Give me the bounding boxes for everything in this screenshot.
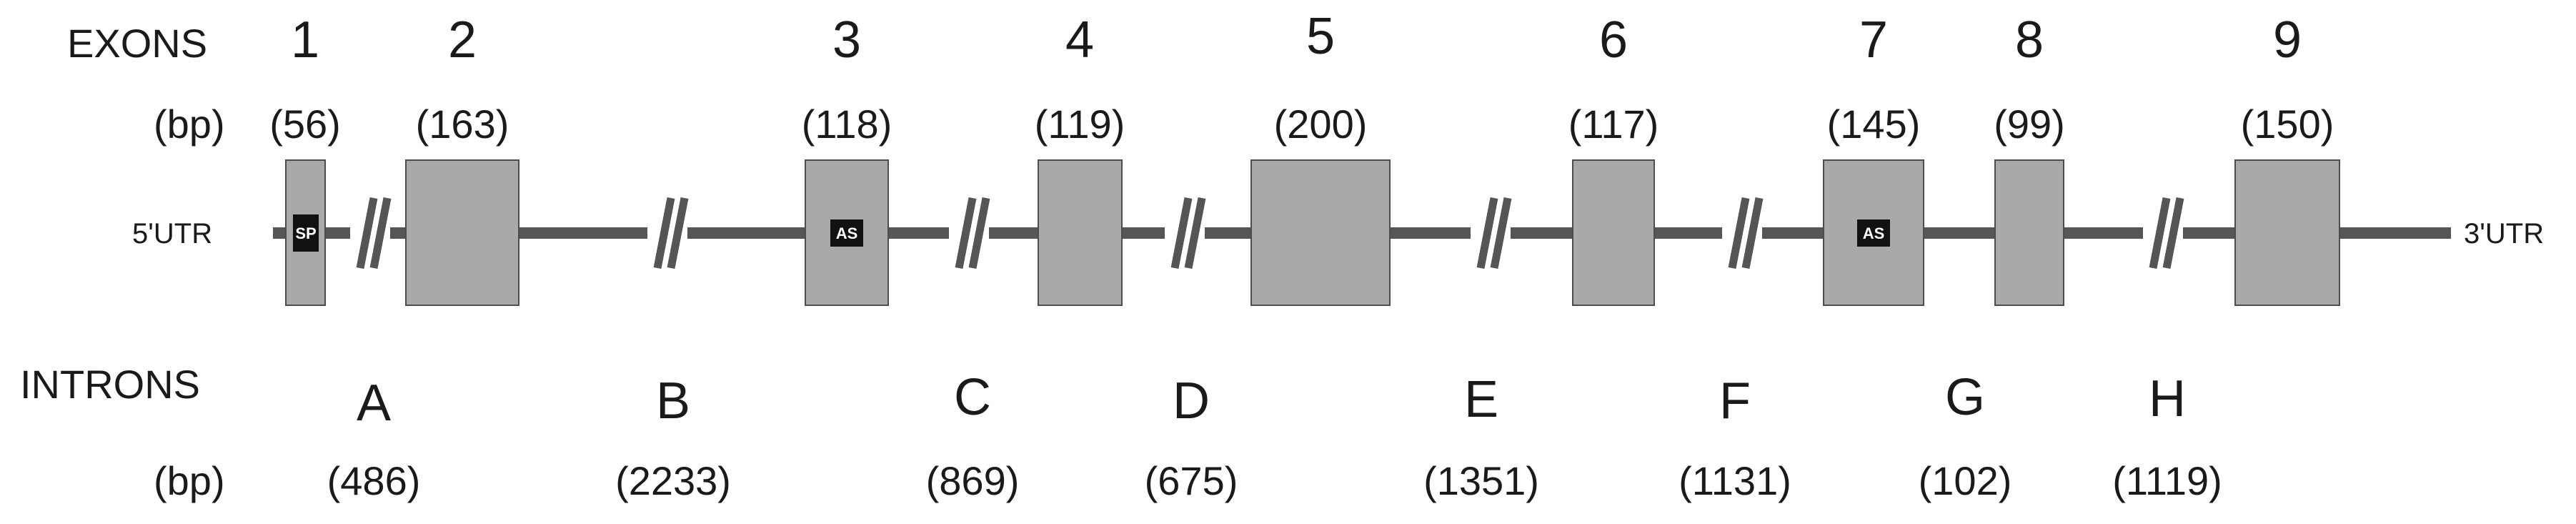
intron-lengths: (486) (2233) (869) (675) (1351) (1131) (…: [327, 458, 2222, 503]
exon-length: (118): [802, 102, 892, 147]
intron-break-a: [350, 197, 392, 270]
exon-length: (150): [2241, 102, 2334, 147]
intron-length: (486): [327, 458, 421, 503]
sp-tag-label: SP: [295, 224, 316, 242]
intron-length: (1119): [2112, 458, 2222, 503]
exon-3-tag: AS: [830, 219, 863, 247]
exon-number: 2: [448, 11, 477, 69]
exon-length: (119): [1035, 102, 1125, 147]
intron-break-c: [949, 197, 990, 270]
exon-5-box: [1250, 159, 1391, 306]
as-tag-label: AS: [836, 224, 858, 242]
exon-number: 3: [832, 11, 861, 69]
exon-4-box: [1038, 159, 1123, 306]
intron-letter: F: [1719, 372, 1751, 430]
exon-lengths: (56) (163) (118) (119) (200) (117) (145)…: [269, 102, 2334, 147]
exon-length: (163): [416, 102, 509, 147]
intron-letter: A: [357, 375, 391, 432]
introns-header: INTRONS: [20, 362, 200, 407]
exon-9-box: [2234, 159, 2340, 306]
intron-letter: B: [656, 372, 690, 430]
intron-letter: D: [1173, 372, 1210, 430]
intron-letter: G: [1945, 369, 1985, 426]
exon-numbers: 1 2 3 4 5 6 7 8 9: [291, 8, 2302, 69]
intron-length: (1351): [1423, 458, 1539, 503]
exon-boxes: [285, 159, 2340, 306]
exon-number: 6: [1599, 11, 1628, 69]
exon-1-tag: SP: [293, 214, 319, 252]
exon-length: (200): [1274, 102, 1368, 147]
exon-2-box: [405, 159, 519, 306]
intron-break-b: [647, 197, 689, 270]
intron-break-h: [2143, 197, 2184, 270]
intron-bp-header: (bp): [154, 458, 225, 503]
intron-length: (1131): [1679, 458, 1791, 503]
intron-break-d: [1165, 197, 1206, 270]
intron-length: (869): [926, 458, 1020, 503]
intron-letter: H: [2149, 370, 2186, 427]
intron-letter: E: [1464, 371, 1498, 428]
intron-length: (2233): [615, 458, 731, 503]
exon-8-box: [1994, 159, 2064, 306]
five-prime-utr-label: 5'UTR: [132, 218, 212, 249]
intron-length: (102): [1919, 458, 2012, 503]
exon-number: 9: [2273, 11, 2302, 69]
exon-bp-header: (bp): [154, 102, 225, 147]
exon-6-box: [1572, 159, 1655, 306]
exon-number: 7: [1859, 11, 1888, 69]
intron-breaks: [350, 197, 2184, 270]
intron-letter: C: [954, 369, 991, 426]
exon-number: 8: [2015, 11, 2044, 69]
exon-number: 4: [1065, 11, 1094, 69]
exon-number: 5: [1306, 8, 1335, 65]
intron-letters: A B C D E F G H: [357, 369, 2186, 432]
intron-length: (675): [1145, 458, 1238, 503]
exon-length: (99): [1994, 102, 2065, 147]
exon-7-tag: AS: [1857, 219, 1890, 247]
as-tag-label: AS: [1863, 224, 1885, 242]
exon-length: (145): [1827, 102, 1921, 147]
exon-length: (56): [269, 102, 341, 147]
intron-break-e: [1471, 197, 1512, 270]
intron-break-f: [1722, 197, 1764, 270]
three-prime-utr-label: 3'UTR: [2464, 218, 2544, 249]
exon-number: 1: [291, 11, 319, 69]
exon-length: (117): [1568, 102, 1659, 147]
exons-header: EXONS: [67, 21, 207, 66]
